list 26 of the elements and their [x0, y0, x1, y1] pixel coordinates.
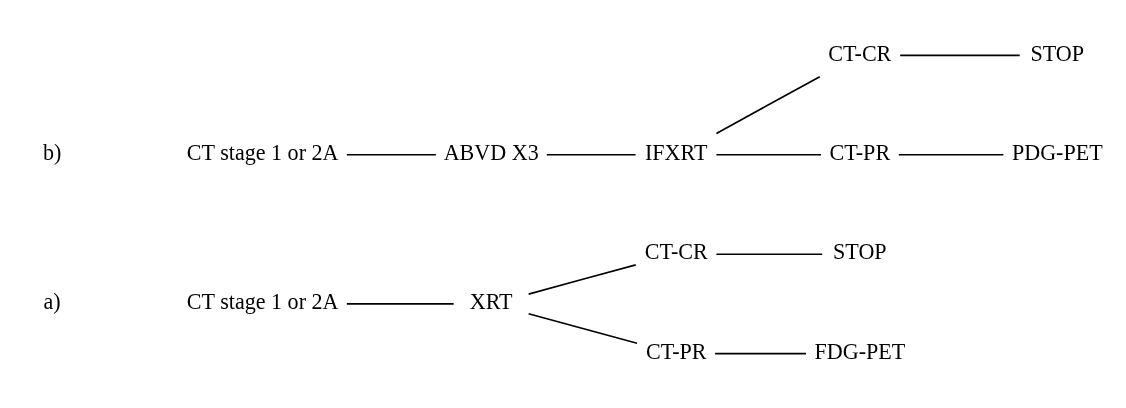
- connector: [545, 153, 637, 156]
- connector: [715, 75, 821, 134]
- connector: [897, 153, 1005, 156]
- connector: [714, 352, 807, 354]
- node-text: CT stage 1 or 2A: [186, 139, 339, 165]
- connector: [715, 252, 824, 255]
- node-text: FDG-PET: [814, 338, 906, 364]
- node-text: CT-PR: [829, 139, 891, 165]
- node-text: CT-CR: [828, 40, 892, 66]
- connector: [346, 153, 437, 156]
- node-text: CT stage 1 or 2A: [186, 288, 339, 314]
- node-text: CT-CR: [644, 238, 708, 264]
- node-text: IFXRT: [644, 139, 708, 165]
- label: b): [42, 139, 62, 165]
- node-text: STOP: [1030, 40, 1085, 66]
- connector: [899, 54, 1021, 56]
- node-text: XRT: [469, 288, 513, 314]
- connector: [527, 312, 638, 344]
- connector: [715, 153, 822, 156]
- node-text: CT-PR: [645, 338, 707, 364]
- node-text: ABVD X3: [443, 139, 539, 165]
- label: a): [43, 288, 61, 314]
- connector: [346, 302, 455, 305]
- node-text: PDG-PET: [1011, 139, 1103, 165]
- node-text: STOP: [833, 238, 887, 264]
- connector: [527, 263, 637, 295]
